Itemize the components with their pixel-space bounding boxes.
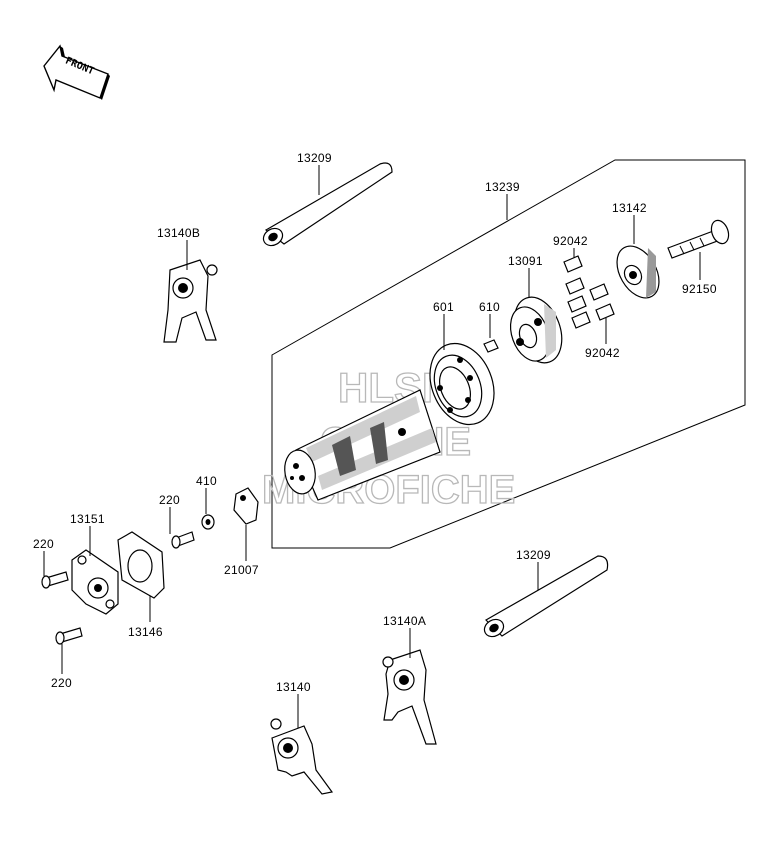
leader-lines <box>43 165 701 728</box>
washer-410 <box>201 514 215 530</box>
shift-rod-top <box>262 162 393 247</box>
label-92150: 92150 <box>682 282 717 296</box>
label-220-left: 220 <box>33 537 54 551</box>
label-601: 601 <box>433 300 454 314</box>
holder-13151 <box>71 549 119 615</box>
label-13142: 13142 <box>612 201 647 215</box>
label-13209-bottom: 13209 <box>516 548 551 562</box>
label-13209-top: 13209 <box>297 151 332 165</box>
gasket-13146 <box>117 531 165 599</box>
label-13146: 13146 <box>128 625 163 639</box>
label-13151: 13151 <box>70 512 105 526</box>
label-13140b: 13140B <box>157 226 200 240</box>
shift-fork-13140 <box>270 718 334 795</box>
sensor-21007 <box>233 487 259 525</box>
shift-rod-bottom <box>483 555 609 638</box>
label-92042-top: 92042 <box>553 234 588 248</box>
bolt-92150 <box>667 219 730 259</box>
label-21007: 21007 <box>224 563 259 577</box>
bolt-220-mid <box>171 531 195 549</box>
label-13140a: 13140A <box>383 614 426 628</box>
front-arrow-icon: FRONT <box>43 44 110 100</box>
label-610: 610 <box>479 300 500 314</box>
part-labels: 13209 13239 13142 13140B 92042 13091 921… <box>33 151 717 694</box>
bolt-220-bottom <box>55 627 83 645</box>
bolt-220-left <box>41 571 69 589</box>
label-13091: 13091 <box>508 254 543 268</box>
label-410: 410 <box>196 474 217 488</box>
shift-fork-13140a <box>382 649 437 745</box>
plate-13142 <box>616 245 660 299</box>
pin-610 <box>483 339 499 353</box>
pins-92042 <box>563 255 615 329</box>
label-13140: 13140 <box>276 680 311 694</box>
shift-drum <box>284 389 441 501</box>
shift-fork-13140b <box>163 259 218 343</box>
bearing-601 <box>429 342 495 426</box>
assembly-frame <box>271 159 746 549</box>
label-220-bottom: 220 <box>51 676 72 690</box>
label-13239: 13239 <box>485 180 520 194</box>
cam-plate-13091 <box>509 296 563 364</box>
label-92042-bottom: 92042 <box>585 346 620 360</box>
label-220-mid: 220 <box>159 493 180 507</box>
